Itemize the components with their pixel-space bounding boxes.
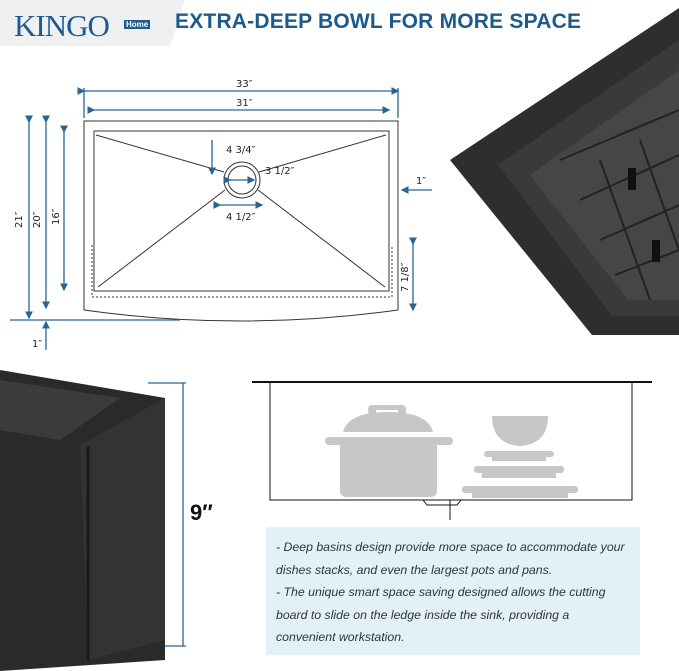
dim-side-ledge: 1″: [416, 176, 426, 187]
dim-31: 31″: [236, 98, 253, 109]
dimension-lines: [10, 87, 432, 647]
sink-corner-photo: [450, 8, 679, 335]
brand-logo: KINGO: [14, 8, 110, 43]
dim-bowl-height: 9″: [190, 500, 213, 525]
dim-16: 16″: [51, 208, 62, 225]
feature-text-workstation: - The unique smart space saving designed…: [276, 585, 606, 644]
dim-drain-offset: 4 3/4″: [226, 145, 256, 156]
feature-text-deep-basin: - Deep basins design provide more space …: [276, 540, 625, 577]
logo-banner: [0, 0, 185, 46]
feature-description-box: - Deep basins design provide more space …: [266, 527, 640, 655]
dim-33: 33″: [236, 79, 253, 90]
dim-drain-diameter: 3 1/2″: [265, 166, 295, 177]
dim-front-apron: 1″: [32, 339, 42, 350]
dim-20: 20″: [32, 211, 43, 228]
dimension-labels: 33″ 31″ 21″ 20″ 16″ 4 3/4″ 3 1/2″ 4 1/2″…: [14, 79, 426, 350]
dim-drain-flange: 4 1/2″: [226, 212, 256, 223]
pot-icon: [325, 405, 453, 497]
dishes-icon: [462, 416, 578, 498]
sink-apron-photo: [0, 370, 165, 671]
dim-ledge-depth: 7 1/8″: [400, 262, 411, 292]
brand-logo-sub: Home: [124, 20, 151, 29]
sink-cross-section: [252, 381, 652, 520]
page-title: EXTRA-DEEP BOWL FOR MORE SPACE: [175, 10, 582, 33]
dim-21: 21″: [14, 211, 25, 228]
